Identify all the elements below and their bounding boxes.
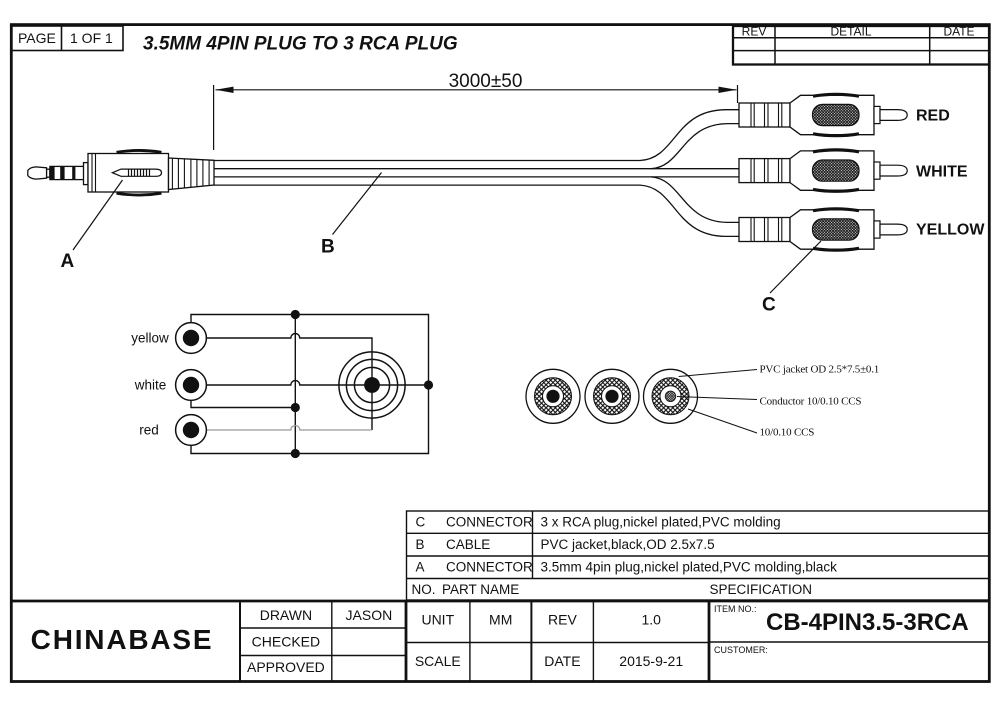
svg-text:3.5MM 4PIN PLUG TO 3 RCA PLUG: 3.5MM 4PIN PLUG TO 3 RCA PLUG (143, 34, 458, 55)
svg-text:B: B (321, 237, 335, 258)
svg-text:PVC jacket,black,OD 2.5x7.5: PVC jacket,black,OD 2.5x7.5 (541, 537, 715, 552)
svg-text:1 OF 1: 1 OF 1 (70, 30, 113, 46)
svg-text:PAGE: PAGE (18, 30, 56, 46)
svg-text:A: A (416, 560, 425, 575)
svg-text:1.0: 1.0 (641, 612, 661, 628)
svg-text:C: C (416, 515, 426, 530)
svg-text:DETAIL: DETAIL (830, 25, 871, 39)
svg-text:PART NAME: PART NAME (442, 582, 519, 597)
svg-text:JASON: JASON (346, 607, 393, 623)
svg-text:REV: REV (742, 25, 767, 39)
svg-text:APPROVED: APPROVED (247, 659, 325, 675)
svg-text:CUSTOMER:: CUSTOMER: (714, 645, 768, 655)
svg-text:white: white (134, 378, 167, 393)
svg-text:CONNECTOR: CONNECTOR (446, 515, 533, 530)
svg-text:CB-4PIN3.5-3RCA: CB-4PIN3.5-3RCA (766, 609, 969, 636)
svg-text:CABLE: CABLE (446, 537, 490, 552)
svg-text:DATE: DATE (544, 653, 580, 669)
svg-text:YELLOW: YELLOW (916, 222, 985, 239)
svg-text:C: C (762, 295, 776, 316)
svg-text:CONNECTOR: CONNECTOR (446, 560, 533, 575)
svg-text:SPECIFICATION: SPECIFICATION (709, 582, 812, 597)
svg-text:10/0.10 CCS: 10/0.10 CCS (760, 427, 815, 439)
svg-text:REV: REV (548, 612, 577, 628)
svg-text:3 x RCA plug,nickel plated,PVC: 3 x RCA plug,nickel plated,PVC molding (541, 515, 781, 530)
svg-text:A: A (61, 251, 75, 272)
svg-text:RED: RED (916, 108, 950, 125)
svg-text:DRAWN: DRAWN (260, 607, 312, 623)
svg-text:CHINABASE: CHINABASE (31, 624, 214, 655)
svg-text:yellow: yellow (131, 331, 169, 346)
svg-text:SCALE: SCALE (415, 653, 461, 669)
svg-text:PVC jacket OD 2.5*7.5±0.1: PVC jacket OD 2.5*7.5±0.1 (760, 364, 880, 376)
svg-text:MM: MM (489, 612, 512, 628)
svg-text:2015-9-21: 2015-9-21 (619, 653, 683, 669)
svg-text:ITEM NO.:: ITEM NO.: (714, 604, 757, 614)
svg-text:Conductor 10/0.10 CCS: Conductor 10/0.10 CCS (760, 395, 862, 407)
svg-text:red: red (139, 423, 159, 438)
svg-text:WHITE: WHITE (916, 164, 968, 181)
svg-text:NO.: NO. (412, 582, 436, 597)
svg-text:DATE: DATE (943, 25, 974, 39)
svg-text:CHECKED: CHECKED (252, 634, 320, 650)
svg-text:UNIT: UNIT (421, 612, 454, 628)
svg-text:3.5mm 4pin plug,nickel plated,: 3.5mm 4pin plug,nickel plated,PVC moldin… (541, 560, 838, 575)
svg-text:B: B (416, 537, 425, 552)
svg-text:3000±50: 3000±50 (449, 71, 523, 92)
